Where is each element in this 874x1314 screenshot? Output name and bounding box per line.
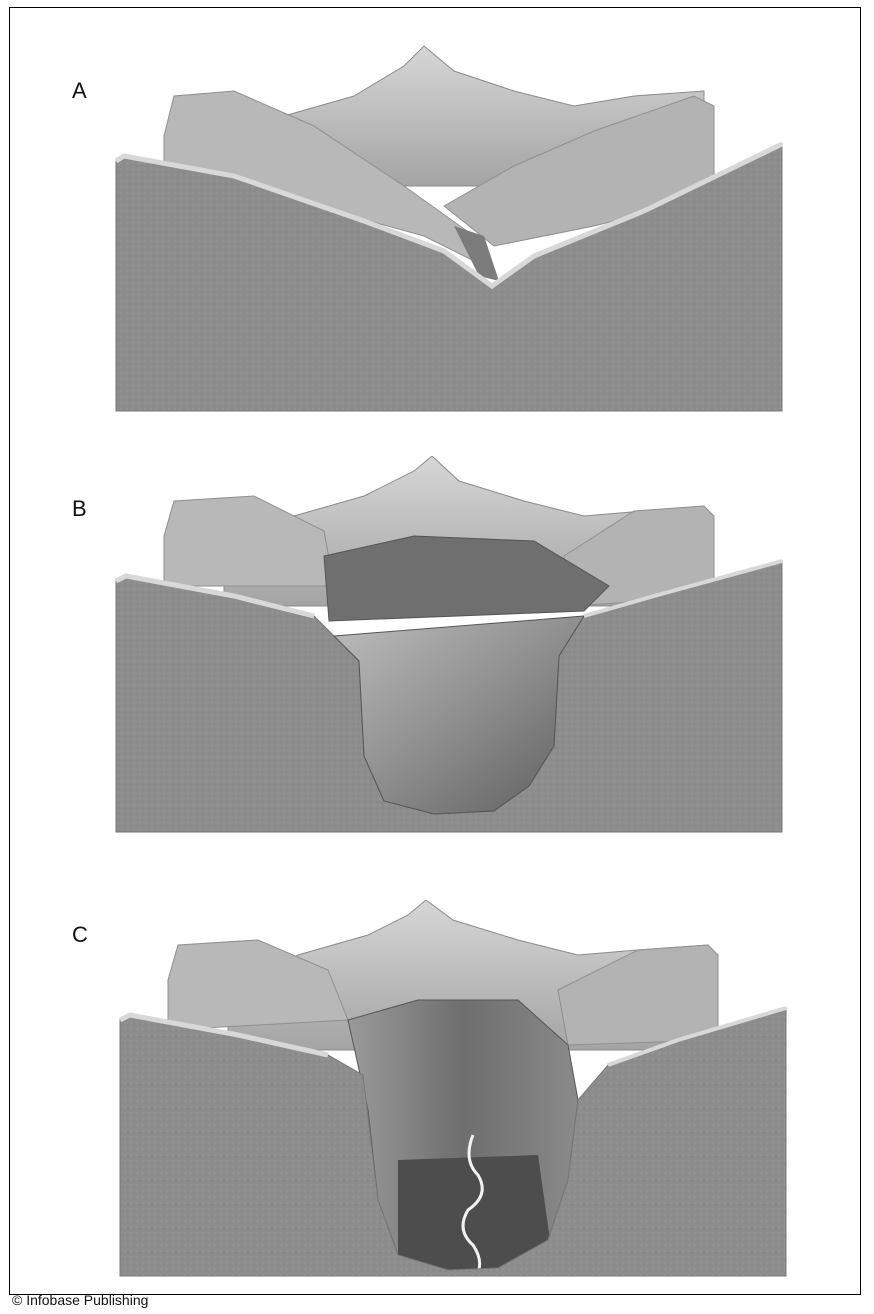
panel-label-c: C bbox=[72, 922, 88, 948]
u-valley-illustration bbox=[118, 900, 808, 1280]
copyright-credit: © Infobase Publishing bbox=[12, 1292, 148, 1308]
left-slope bbox=[164, 496, 334, 586]
panel-label-a: A bbox=[72, 78, 87, 104]
panel-label-b: B bbox=[72, 496, 87, 522]
figure-frame: A bbox=[9, 7, 861, 1295]
panel-c-u-shaped-valley bbox=[118, 900, 808, 1280]
panel-a-v-shaped-valley bbox=[114, 36, 804, 416]
panel-b-glacier-filled-valley bbox=[114, 456, 804, 836]
glacier-valley-illustration bbox=[114, 456, 804, 836]
v-valley-illustration bbox=[114, 36, 804, 416]
